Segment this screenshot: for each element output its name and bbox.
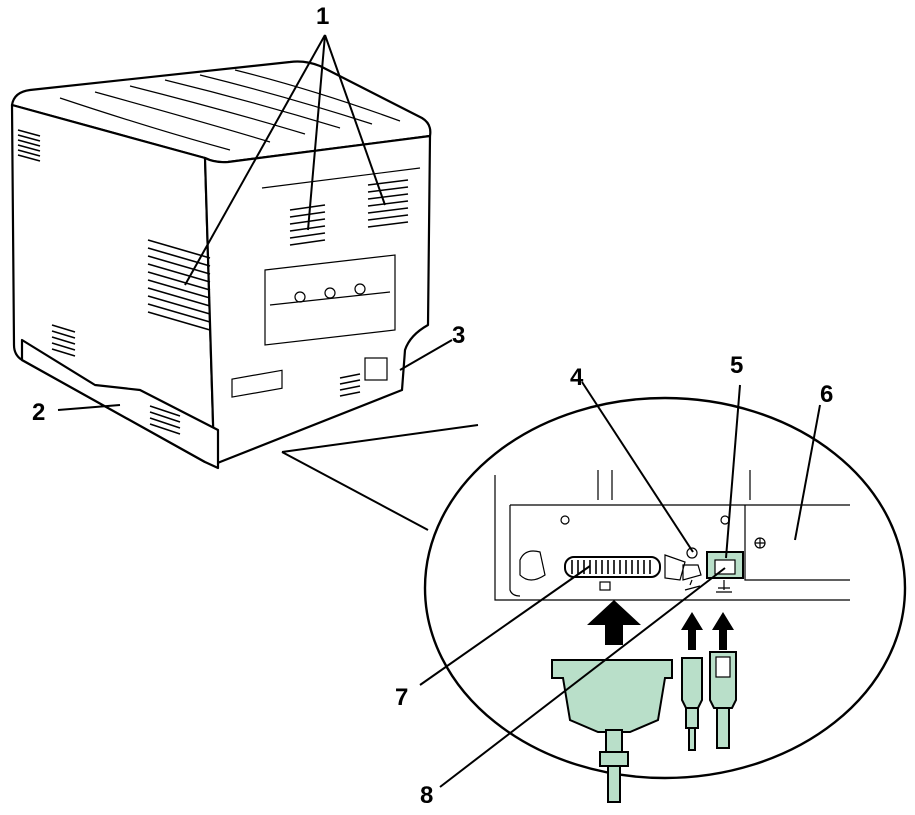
ethernet-insert-arrow [712, 612, 734, 650]
port-panel [494, 475, 850, 601]
rear-lower-vent [339, 373, 361, 397]
callout-8: 8 [420, 782, 433, 809]
callout-4: 4 [570, 364, 584, 391]
usb-port [682, 547, 702, 591]
usb-icon [684, 579, 701, 591]
printer-port-area [231, 369, 283, 398]
top-ribs [59, 69, 401, 151]
network-icon [716, 580, 732, 593]
printer-port-icon [599, 581, 611, 591]
rear-vent-right [367, 179, 409, 228]
parallel-cable [551, 659, 673, 803]
callout-5: 5 [730, 352, 743, 379]
callout-1: 1 [316, 3, 329, 30]
side-vent-main [147, 239, 211, 331]
rear-cover [261, 167, 421, 346]
callout-6: 6 [820, 381, 833, 408]
rear-vent-left [289, 204, 326, 246]
callout-3: 3 [452, 322, 465, 349]
printer-body [10, 60, 432, 470]
tray-vent [149, 405, 181, 435]
callout-7: 7 [395, 684, 408, 711]
magnified-view [281, 396, 907, 803]
side-vent-top [17, 129, 41, 162]
usb-insert-arrow [681, 612, 703, 650]
parallel-insert-arrow [587, 600, 641, 645]
callout-2: 2 [32, 399, 45, 426]
ethernet-port [706, 551, 744, 593]
leader-lines [57, 34, 821, 788]
ethernet-cable [709, 651, 737, 749]
side-vent-low [51, 324, 76, 357]
usb-cable [681, 657, 703, 751]
parallel-port [519, 550, 686, 591]
power-socket [364, 357, 388, 381]
